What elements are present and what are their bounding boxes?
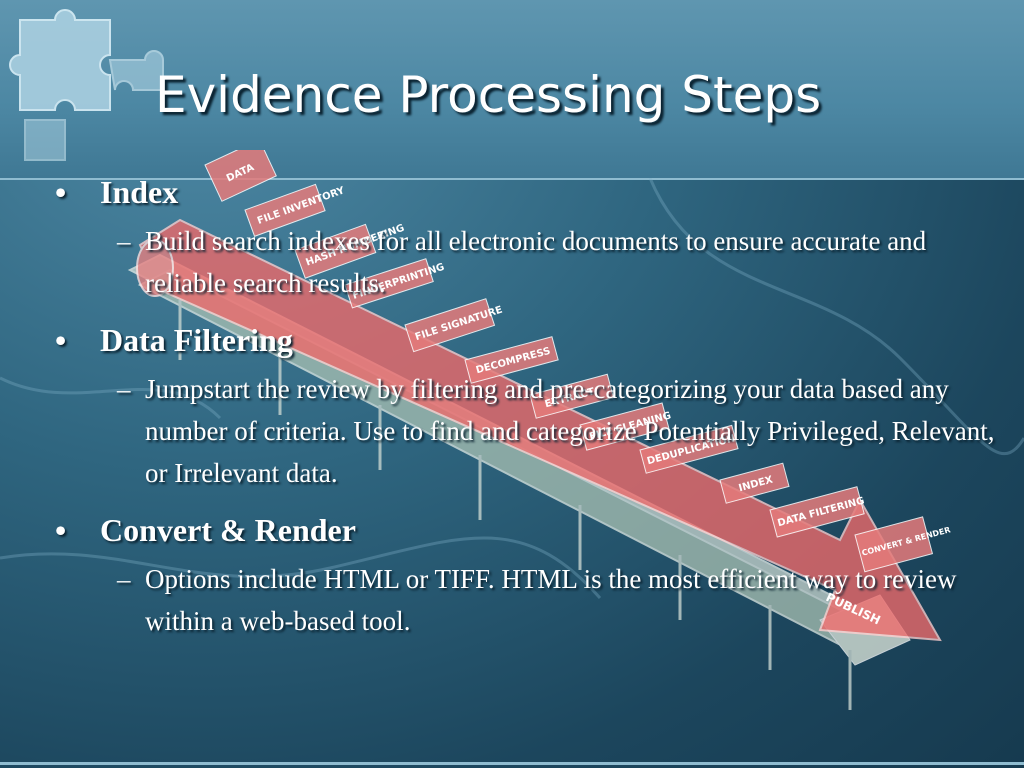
bullet-dot: • — [55, 512, 67, 548]
bullet-group-convert-render: • Convert & Render – Options include HTM… — [55, 508, 995, 642]
bullet-dot: • — [55, 174, 67, 210]
sub-bullet-text: Options include HTML or TIFF. HTML is th… — [145, 564, 957, 636]
bullet-heading-text: Convert & Render — [100, 512, 356, 548]
sub-bullet: – Build search indexes for all electroni… — [55, 220, 995, 304]
bullet-heading: • Data Filtering — [55, 318, 995, 362]
process-arrow — [136, 218, 942, 642]
sub-bullet-text: Jumpstart the review by filtering and pr… — [145, 374, 995, 488]
bullet-dot: • — [55, 322, 67, 358]
bullet-heading-text: Data Filtering — [100, 322, 293, 358]
sub-bullet-dash: – — [117, 564, 131, 594]
header-band — [0, 0, 1024, 180]
bullet-heading-text: Index — [100, 174, 179, 210]
bullet-heading: • Convert & Render — [55, 508, 995, 552]
background-puzzle-icon — [0, 178, 1024, 599]
footer-line — [0, 762, 1024, 765]
bullet-group-data-filtering: • Data Filtering – Jumpstart the review … — [55, 318, 995, 494]
puzzle-pieces-icon — [9, 9, 164, 161]
bullet-group-index: • Index – Build search indexes for all e… — [55, 170, 995, 304]
sub-bullet-text: Build search indexes for all electronic … — [145, 226, 927, 298]
sub-bullet-dash: – — [117, 374, 131, 404]
slide-title: Evidence Processing Steps — [155, 66, 822, 124]
bullet-heading: • Index — [55, 170, 995, 214]
slide-content: • Index – Build search indexes for all e… — [55, 170, 995, 656]
sub-bullet: – Jumpstart the review by filtering and … — [55, 368, 995, 494]
process-conveyor-diagram: DATA FILE INVENTORY HASH NUMBERING FINGE… — [127, 150, 951, 710]
sub-bullet-dash: – — [117, 226, 131, 256]
sub-bullet: – Options include HTML or TIFF. HTML is … — [55, 558, 995, 642]
station-signs: DATA FILE INVENTORY HASH NUMBERING FINGE… — [204, 150, 951, 627]
